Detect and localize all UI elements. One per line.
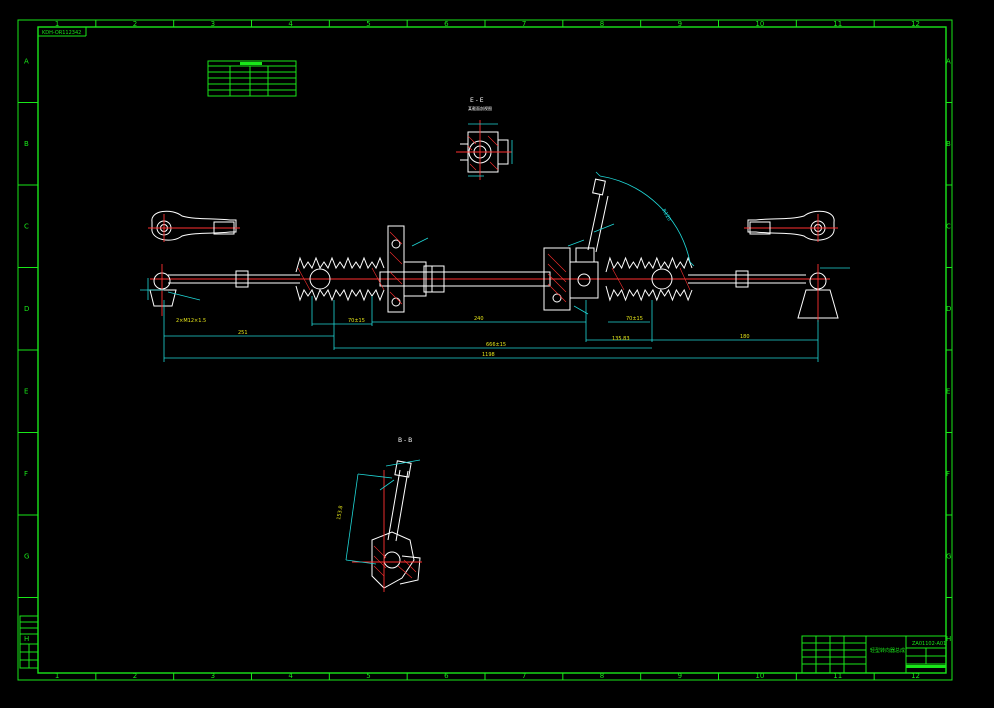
- svg-text:180: 180: [740, 334, 750, 340]
- row-label: F: [946, 470, 950, 478]
- section-view-b-b: B - B 153.8: [336, 437, 422, 592]
- left-rubber-boot: [295, 256, 385, 302]
- svg-text:70±15: 70±15: [626, 316, 643, 322]
- right-rubber-boot: [605, 256, 693, 302]
- column-label: 6: [444, 672, 449, 680]
- right-tie-rod-end-detail: [744, 210, 838, 242]
- column-label: 10: [755, 20, 764, 28]
- section-e-label: E - E: [470, 97, 484, 104]
- left-tie-rod-end-detail: [148, 210, 240, 242]
- section-e-note: 某截面剖视图: [468, 105, 492, 111]
- svg-text:666±15: 666±15: [486, 342, 506, 348]
- svg-text:153.8: 153.8: [336, 505, 344, 520]
- column-label: 2: [133, 20, 137, 28]
- row-label: B: [946, 140, 951, 148]
- column-label: 8: [600, 20, 604, 28]
- column-label: 7: [522, 20, 526, 28]
- column-label: 11: [833, 672, 842, 680]
- steering-rack-assembly: [149, 178, 839, 322]
- row-label: D: [24, 305, 29, 313]
- row-label: F: [24, 470, 28, 478]
- column-label: 5: [366, 20, 370, 28]
- svg-text:2×M12×1.5: 2×M12×1.5: [176, 318, 206, 324]
- column-label: 11: [833, 20, 842, 28]
- row-label: E: [946, 387, 950, 395]
- drawing-code-topleft: KDH-OR112342: [42, 30, 81, 36]
- column-label: 6: [444, 20, 449, 28]
- column-label: 4: [288, 672, 293, 680]
- column-label: 5: [366, 672, 370, 680]
- row-label: D: [946, 305, 951, 313]
- column-label: 9: [678, 672, 682, 680]
- row-label: C: [946, 222, 951, 230]
- title-block-code: ZA01102-A01: [912, 641, 946, 647]
- title-block: [801, 635, 947, 674]
- row-label: C: [24, 222, 29, 230]
- column-label: 10: [755, 672, 764, 680]
- svg-text:1198: 1198: [482, 352, 495, 358]
- column-label: 2: [133, 672, 137, 680]
- svg-text:240: 240: [474, 316, 484, 322]
- parameter-table: [207, 60, 297, 97]
- section-b-label: B - B: [398, 437, 412, 444]
- column-label: 3: [211, 672, 215, 680]
- svg-text:251: 251: [238, 330, 248, 336]
- row-label: A: [946, 57, 951, 65]
- svg-text:135.83: 135.83: [612, 336, 630, 342]
- row-label: E: [24, 387, 28, 395]
- row-label: A: [24, 57, 29, 65]
- column-label: 4: [288, 20, 293, 28]
- column-label: 3: [211, 20, 215, 28]
- drawing-border: [17, 19, 953, 681]
- arc-angle-label: R120: [660, 208, 672, 222]
- column-label: 1: [55, 20, 59, 28]
- revision-side-block: [19, 615, 39, 669]
- pinion-rotation-arc: R120: [595, 171, 695, 267]
- row-label: G: [24, 552, 29, 560]
- column-label: 12: [911, 672, 920, 680]
- row-label: G: [946, 552, 951, 560]
- column-label: 7: [522, 672, 526, 680]
- column-label: 1: [55, 672, 59, 680]
- svg-text:70±15: 70±15: [348, 318, 365, 324]
- column-label: 12: [911, 20, 920, 28]
- column-label: 8: [600, 672, 604, 680]
- section-view-e-e: E - E 某截面剖视图: [456, 97, 513, 180]
- title-block-name: 轻型转向器总成: [870, 647, 905, 654]
- row-label: H: [946, 635, 951, 643]
- column-label: 9: [678, 20, 682, 28]
- row-label: H: [24, 635, 29, 643]
- dimension-lines: 251 1198 666±15 180 240 70±15 70±15 135.…: [140, 223, 850, 362]
- row-label: B: [24, 140, 29, 148]
